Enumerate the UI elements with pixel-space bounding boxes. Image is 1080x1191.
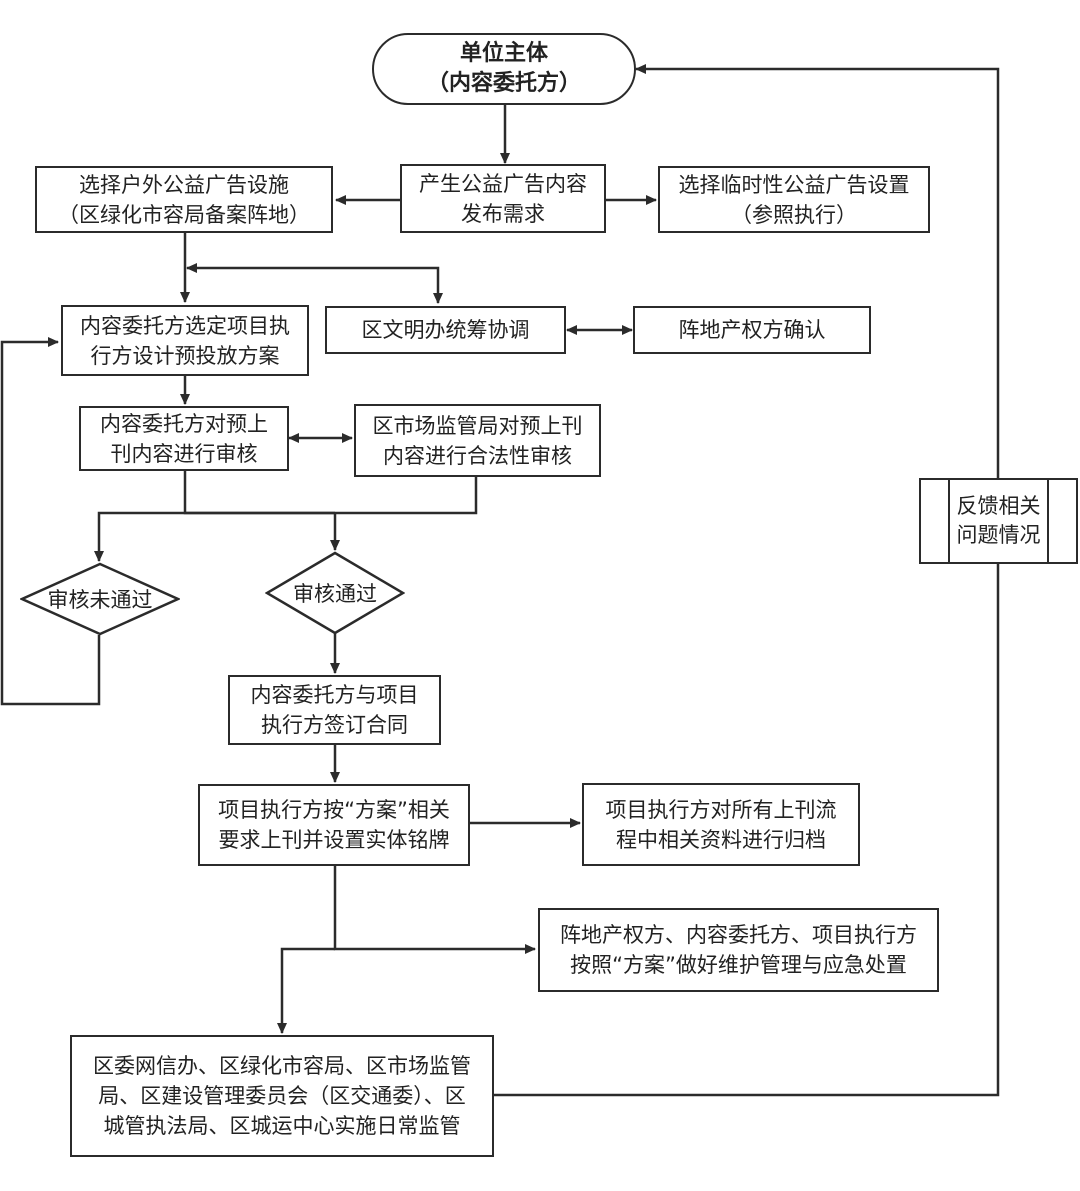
demand-line2: 发布需求 — [461, 201, 545, 226]
decision-pass-label: 审核通过 — [293, 582, 377, 606]
supervise-line2: 局、区建设管理委员会（区交通委）、区 — [98, 1084, 466, 1108]
archive-node: 项目执行方对所有上刊流 程中相关资料进行归档 — [582, 783, 860, 866]
review-market-node: 区市场监管局对预上刊 内容进行合法性审核 — [354, 404, 601, 477]
coordinate-line1: 区文明办统筹协调 — [361, 318, 530, 342]
review-client-line1: 内容委托方对预上 — [100, 411, 268, 436]
archive-line2: 程中相关资料进行归档 — [616, 827, 826, 852]
publish-node: 项目执行方按“方案”相关 要求上刊并设置实体铭牌 — [198, 784, 470, 866]
owner-confirm-node: 阵地产权方确认 — [633, 306, 871, 354]
maintain-line2: 按照“方案”做好维护管理与应急处置 — [570, 953, 907, 977]
feedback-line2: 问题情况 — [956, 523, 1041, 547]
publish-line1: 项目执行方按“方案”相关 — [218, 798, 450, 822]
review-market-line2: 内容进行合法性审核 — [383, 443, 572, 468]
edge-publish-supervise — [277, 947, 335, 1034]
outdoor-line1: 选择户外公益广告设施 — [79, 172, 289, 197]
temporary-node: 选择临时性公益广告设置 （参照执行） — [658, 166, 930, 233]
decision-pass: 审核通过 — [265, 551, 405, 635]
review-market-line1: 区市场监管局对预上刊 — [372, 413, 583, 438]
select-exec-line1: 内容委托方选定项目执 — [80, 313, 290, 338]
temporary-line1: 选择临时性公益广告设置 — [678, 172, 910, 197]
demand-node: 产生公益广告内容 发布需求 — [400, 164, 606, 233]
coordinate-node: 区文明办统筹协调 — [325, 306, 566, 354]
select-exec-node: 内容委托方选定项目执 行方设计预投放方案 — [61, 305, 309, 376]
outdoor-node: 选择户外公益广告设施 （区绿化市容局备案阵地） — [35, 166, 333, 233]
outdoor-line2: （区绿化市容局备案阵地） — [58, 202, 310, 227]
contract-line1: 内容委托方与项目 — [250, 683, 419, 707]
feedback-node: 反馈相关 问题情况 — [919, 478, 1078, 564]
supervise-line1: 区委网信办、区绿化市容局、区市场监管 — [93, 1054, 471, 1078]
edge-supervise-feedback — [493, 563, 1000, 1097]
edge-publish-maintain — [333, 865, 536, 954]
archive-line1: 项目执行方对所有上刊流 — [605, 797, 837, 822]
decision-fail: 审核未通过 — [20, 562, 180, 636]
feedback-line1: 反馈相关 — [956, 494, 1041, 518]
review-client-node: 内容委托方对预上 刊内容进行审核 — [79, 406, 289, 471]
start-line2: （内容委托方） — [426, 71, 581, 96]
maintain-line1: 阵地产权方、内容委托方、项目执行方 — [560, 923, 917, 947]
temporary-line2: （参照执行） — [731, 202, 857, 227]
edge-to-fail — [94, 511, 335, 562]
maintain-node: 阵地产权方、内容委托方、项目执行方 按照“方案”做好维护管理与应急处置 — [538, 908, 939, 992]
demand-line1: 产生公益广告内容 — [419, 171, 587, 196]
edge-fail-loop — [0, 337, 101, 706]
feedback-inner: 反馈相关 问题情况 — [948, 478, 1049, 564]
select-exec-line2: 行方设计预投放方案 — [90, 343, 280, 368]
edge-branch-coordinate — [186, 263, 443, 304]
decision-pass-shape — [265, 551, 405, 635]
review-client-line2: 刊内容进行审核 — [110, 441, 258, 466]
contract-line2: 执行方签订合同 — [261, 713, 408, 737]
contract-node: 内容委托方与项目 执行方签订合同 — [228, 675, 441, 745]
decision-fail-label: 审核未通过 — [47, 588, 153, 612]
supervise-line3: 城管执法局、区城运中心实施日常监管 — [103, 1114, 461, 1138]
decision-fail-shape — [20, 562, 180, 636]
owner-confirm-line1: 阵地产权方确认 — [678, 318, 826, 342]
edge-feedback-start — [635, 64, 1000, 479]
publish-line2: 要求上刊并设置实体铭牌 — [218, 828, 450, 852]
start-node: 单位主体 （内容委托方） — [372, 33, 636, 105]
supervise-node: 区委网信办、区绿化市容局、区市场监管 局、区建设管理委员会（区交通委）、区 城管… — [70, 1035, 494, 1157]
start-line1: 单位主体 — [459, 41, 548, 66]
